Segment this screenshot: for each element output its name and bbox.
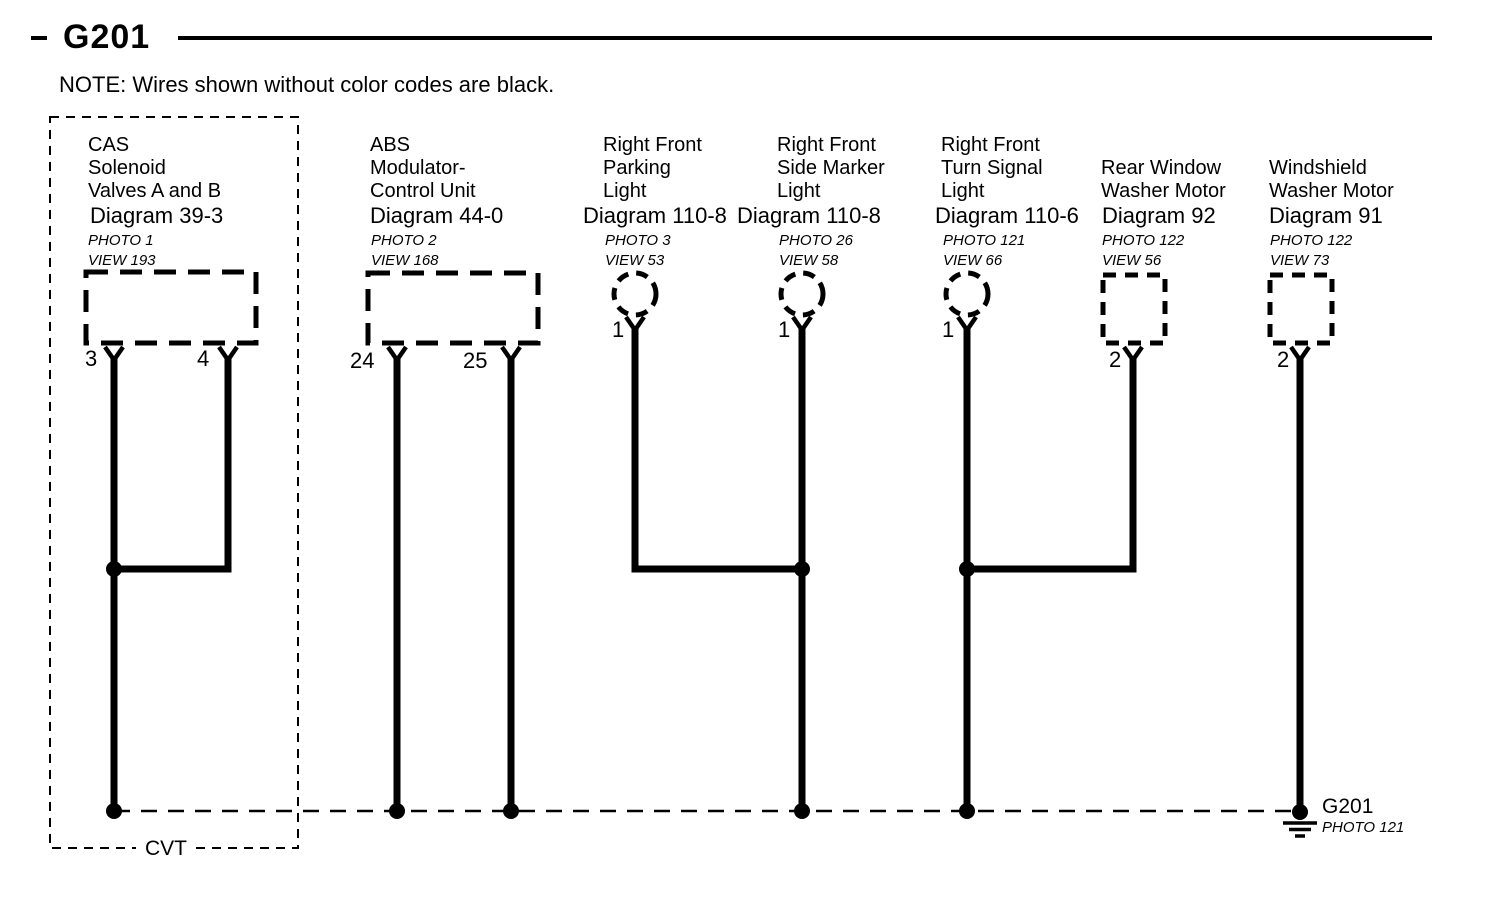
diagram-ref-windshield-washer: Diagram 91 — [1269, 203, 1383, 228]
cvt-box-label: CVT — [136, 837, 196, 861]
photo-ref: PHOTO 121 — [943, 232, 1026, 249]
pin-label-windshield-washer-2: 2 — [1277, 347, 1290, 372]
component-label-cas: CAS Solenoid Valves A and B — [88, 134, 221, 203]
diagram-ref-side-marker: Diagram 110-8 — [737, 203, 881, 228]
diagram-ref-parking-light: Diagram 110-8 — [583, 203, 727, 228]
pin-label-abs-24: 24 — [350, 348, 375, 373]
view-ref: VIEW 168 — [371, 252, 439, 269]
component-line: Rear Window — [1101, 157, 1222, 179]
component-line: Control Unit — [370, 180, 476, 202]
pin-label-turn-signal-1: 1 — [942, 317, 955, 342]
photo-view-windshield-washer: PHOTO 122 VIEW 73 — [1270, 231, 1352, 271]
wire-cas-pin4 — [114, 357, 232, 573]
component-label-rear-washer: Rear Window Washer Motor — [1101, 157, 1226, 203]
view-ref: VIEW 56 — [1102, 252, 1162, 269]
diagram-ref-rear-washer: Diagram 92 — [1102, 203, 1216, 228]
photo-view-parking-light: PHOTO 3 VIEW 53 — [605, 231, 671, 271]
parking-light-connector-circle — [611, 270, 659, 318]
photo-ref: PHOTO 122 — [1102, 232, 1185, 249]
component-label-turn-signal: Right Front Turn Signal Light — [941, 134, 1043, 203]
pin-label-cas-4: 4 — [197, 346, 210, 371]
ground-symbol — [1283, 804, 1317, 838]
component-line: Turn Signal — [941, 157, 1043, 179]
note-text: NOTE: Wires shown without color codes ar… — [59, 72, 555, 97]
photo-view-cas: PHOTO 1 VIEW 193 — [88, 231, 156, 271]
wire-parking-light — [631, 327, 802, 573]
cas-connector-box — [83, 269, 259, 346]
page-title: G201 — [63, 18, 151, 56]
diagram-ref-turn-signal: Diagram 110-6 — [935, 203, 1079, 228]
ground-wires — [110, 327, 1304, 811]
photo-ref: PHOTO 2 — [371, 232, 437, 249]
title-rule — [178, 36, 1432, 40]
diagram-ref-abs: Diagram 44-0 — [370, 203, 504, 228]
turn-signal-connector-circle — [943, 270, 991, 318]
view-ref: VIEW 66 — [943, 252, 1003, 269]
pin-label-side-marker-1: 1 — [778, 317, 791, 342]
component-label-parking-light: Right Front Parking Light — [603, 134, 702, 203]
component-line: Parking — [603, 157, 671, 179]
pin-label-cas-3: 3 — [85, 346, 98, 371]
abs-connector-box — [365, 270, 541, 346]
view-ref: VIEW 53 — [605, 252, 665, 269]
pin-label-parking-1: 1 — [612, 317, 625, 342]
side-marker-connector-circle — [778, 270, 826, 318]
view-ref: VIEW 193 — [88, 252, 156, 269]
cvt-dashed-box — [49, 116, 299, 849]
photo-ref: PHOTO 122 — [1270, 232, 1353, 249]
pin-label-rear-washer-2: 2 — [1109, 347, 1122, 372]
component-line: CAS — [88, 134, 130, 156]
component-line: Windshield — [1269, 157, 1367, 179]
component-label-windshield-washer: Windshield Washer Motor — [1269, 157, 1394, 203]
component-line: Washer Motor — [1101, 180, 1226, 202]
terminal-forks — [103, 315, 1311, 364]
component-line: Valves A and B — [88, 180, 222, 202]
component-line: Washer Motor — [1269, 180, 1394, 202]
view-ref: VIEW 58 — [779, 252, 839, 269]
view-ref: VIEW 73 — [1270, 252, 1330, 269]
component-line: ABS — [370, 134, 411, 156]
diagram-ref-cas: Diagram 39-3 — [90, 203, 224, 228]
photo-view-abs: PHOTO 2 VIEW 168 — [371, 231, 439, 271]
component-line: Right Front — [941, 134, 1040, 156]
title-tick-dash — [31, 36, 47, 40]
photo-view-side-marker: PHOTO 26 VIEW 58 — [779, 231, 853, 271]
component-line: Light — [603, 180, 647, 202]
component-line: Modulator- — [370, 157, 466, 179]
wire-rear-washer — [967, 357, 1137, 573]
junction-dots — [106, 561, 975, 819]
ground-photo-ref: PHOTO 121 — [1322, 819, 1405, 836]
component-line: Solenoid — [88, 157, 166, 179]
component-line: Light — [941, 180, 985, 202]
component-label-abs: ABS Modulator- Control Unit — [370, 134, 476, 203]
windshield-washer-connector-box — [1267, 272, 1335, 346]
photo-ref: PHOTO 1 — [88, 232, 154, 249]
component-line: Light — [777, 180, 821, 202]
component-line: Side Marker — [777, 157, 885, 179]
component-line: Right Front — [603, 134, 702, 156]
photo-view-turn-signal: PHOTO 121 VIEW 66 — [943, 231, 1025, 271]
ground-point-label: G201 — [1322, 795, 1374, 818]
photo-view-rear-washer: PHOTO 122 VIEW 56 — [1102, 231, 1184, 271]
photo-ref: PHOTO 3 — [605, 232, 671, 249]
rear-washer-connector-box — [1100, 272, 1168, 346]
photo-ref: PHOTO 26 — [779, 232, 853, 249]
component-line: Right Front — [777, 134, 876, 156]
component-label-side-marker: Right Front Side Marker Light — [777, 134, 885, 203]
pin-label-abs-25: 25 — [463, 348, 488, 373]
